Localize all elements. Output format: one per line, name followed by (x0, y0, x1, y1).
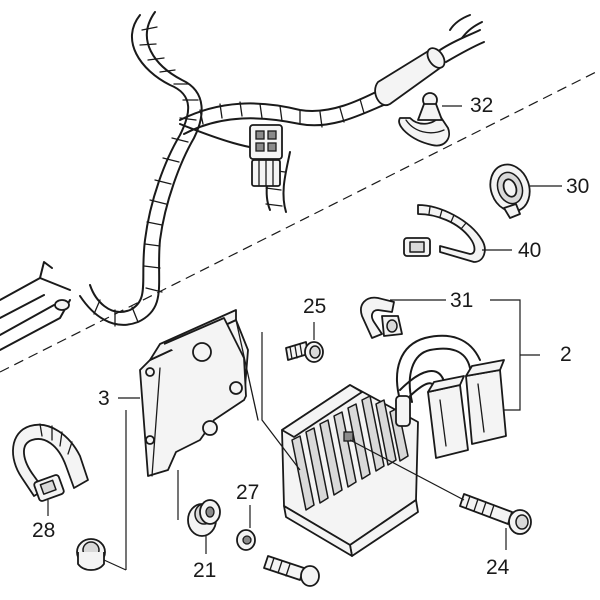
part-40-band (403, 204, 486, 263)
callout-30: 30 (566, 175, 590, 198)
wire-harness (0, 11, 485, 351)
callout-24: 24 (486, 556, 510, 579)
part-21-rubber-mount (187, 499, 221, 537)
part-31-clamp (360, 296, 403, 339)
callout-40: 40 (518, 239, 542, 262)
callout-3: 3 (98, 387, 110, 410)
callout-2: 2 (560, 343, 572, 366)
leader-collar (103, 559, 127, 571)
part-27-washer (236, 529, 256, 551)
callout-27: 27 (236, 481, 260, 504)
callout-25: 25 (303, 295, 327, 318)
callout-28: 28 (32, 519, 56, 542)
part-30-grommet (489, 163, 531, 219)
part-2-regulator-rectifier (281, 334, 507, 557)
leader-3-b (125, 410, 179, 570)
section-divider-line (0, 71, 597, 373)
part-25-bolt (285, 341, 324, 363)
part-3-mounting-bracket (139, 309, 301, 477)
part-28-band (12, 423, 89, 502)
part-32-clamp (398, 92, 450, 147)
bottom-bolt (263, 555, 320, 587)
coupler-connector (249, 124, 283, 187)
collar (76, 538, 106, 571)
leader-31 (390, 299, 540, 411)
callout-31: 31 (450, 289, 474, 312)
part-24-bolt (349, 439, 532, 535)
callout-21: 21 (193, 559, 217, 582)
callout-32: 32 (470, 94, 494, 117)
